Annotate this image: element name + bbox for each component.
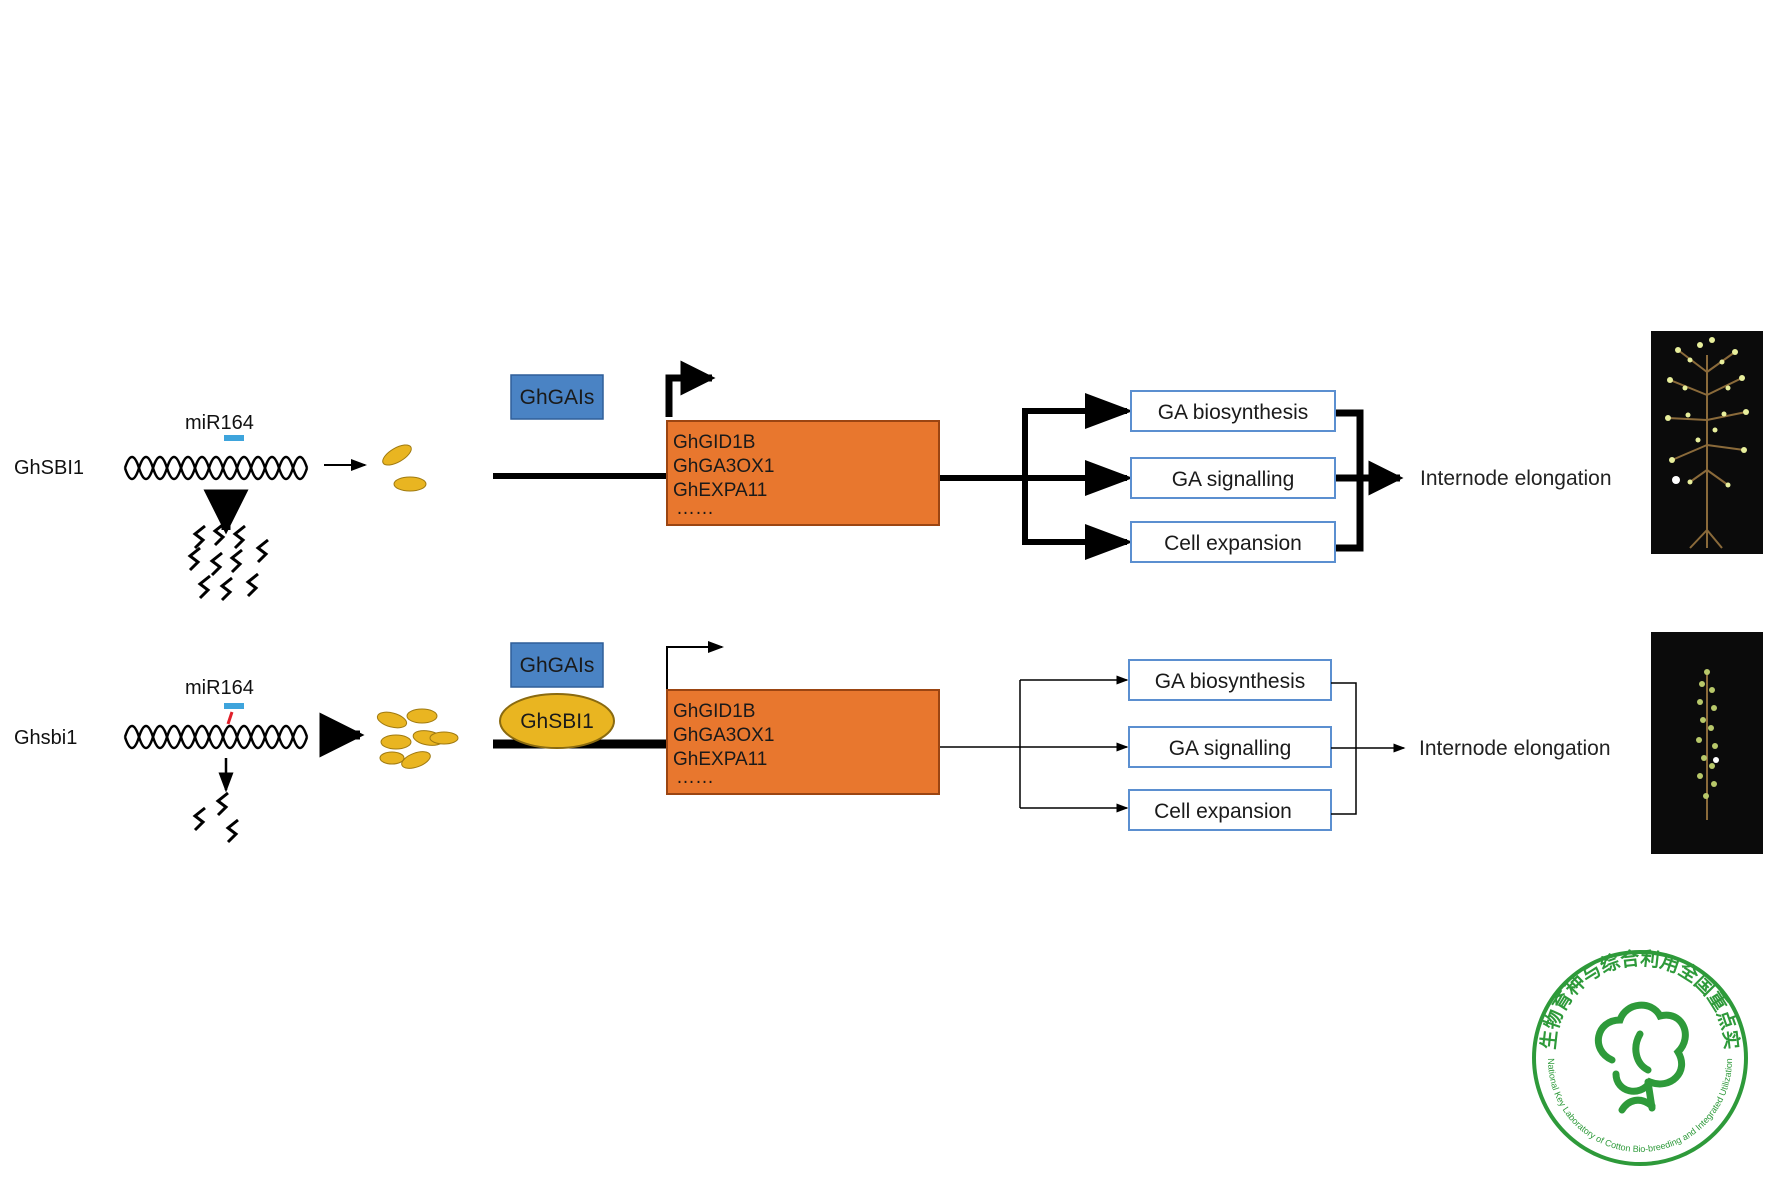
bottom-gaia-box — [510, 642, 604, 688]
bottom-rna-fragments — [192, 791, 239, 844]
top-outcome-label: Internode elongation — [1420, 467, 1612, 490]
bottom-gaia-label: GhGAIs — [520, 654, 595, 677]
top-rna-fragments — [187, 521, 269, 602]
bottom-mirna-site — [224, 703, 244, 709]
bottom-protein-ellipses — [376, 708, 459, 769]
bottom-outcome-label: Internode elongation — [1419, 737, 1611, 760]
top-target-gene-1: GhGID1B — [673, 432, 755, 453]
lab-stamp: 棉花生物育种与综合利用全国重点实验室 National Key Laborato… — [0, 0, 1748, 1166]
bottom-dna-helix — [123, 724, 309, 750]
top-gene-label: GhSBI1 — [14, 457, 84, 479]
top-process-box-1 — [1130, 390, 1336, 432]
bottom-process-box-3 — [1128, 789, 1332, 831]
bottom-mirna-label: miR164 — [185, 677, 254, 699]
top-target-gene-box — [666, 420, 940, 526]
bottom-target-gene-box — [666, 689, 940, 795]
bottom-ghsbi1-protein — [499, 693, 615, 749]
bottom-target-gene-ellipsis: …… — [676, 767, 714, 788]
bottom-tss-arrow — [666, 641, 724, 689]
top-dna-helix — [123, 455, 309, 481]
top-gaia-box — [510, 374, 604, 420]
top-process-box-3 — [1130, 521, 1336, 563]
bottom-row: Ghsbi1 miR164 GhGAIs GhSBI1 — [14, 632, 1763, 854]
bottom-target-gene-2: GhGA3OX1 — [673, 725, 774, 746]
top-target-gene-3: GhEXPA11 — [673, 480, 767, 501]
bottom-mutation-mark — [226, 711, 234, 725]
top-target-gene-2: GhGA3OX1 — [673, 456, 774, 477]
top-process-label-1: GA biosynthesis — [1158, 401, 1309, 424]
bottom-gene-label: Ghsbi1 — [14, 727, 77, 749]
top-process-box-2 — [1130, 457, 1336, 499]
top-protein-ellipses — [382, 444, 427, 492]
bottom-process-label-2: GA signalling — [1169, 737, 1292, 760]
top-plant-photo — [1651, 331, 1763, 554]
top-process-label-3: Cell expansion — [1164, 532, 1302, 555]
top-target-gene-ellipsis: …… — [676, 498, 714, 519]
top-tss-arrow — [665, 360, 716, 417]
bottom-process-box-2 — [1128, 726, 1332, 768]
bottom-target-gene-3: GhEXPA11 — [673, 749, 767, 770]
bottom-process-label-1: GA biosynthesis — [1155, 670, 1306, 693]
top-mirna-site — [224, 435, 244, 441]
top-process-label-2: GA signalling — [1172, 468, 1295, 491]
bottom-plant-photo — [1651, 632, 1763, 854]
top-mirna-label: miR164 — [185, 412, 254, 434]
cotton-boll-icon — [1594, 1001, 1689, 1114]
bottom-process-label-3: Cell expansion — [1154, 800, 1292, 823]
bottom-target-gene-1: GhGID1B — [673, 701, 755, 722]
bottom-process-box-1 — [1128, 659, 1332, 701]
top-gaia-label: GhGAIs — [520, 386, 595, 409]
top-row: GhSBI1 miR164 GhGAIs GhG — [14, 331, 1763, 602]
bottom-ghsbi1-label: GhSBI1 — [520, 710, 594, 733]
